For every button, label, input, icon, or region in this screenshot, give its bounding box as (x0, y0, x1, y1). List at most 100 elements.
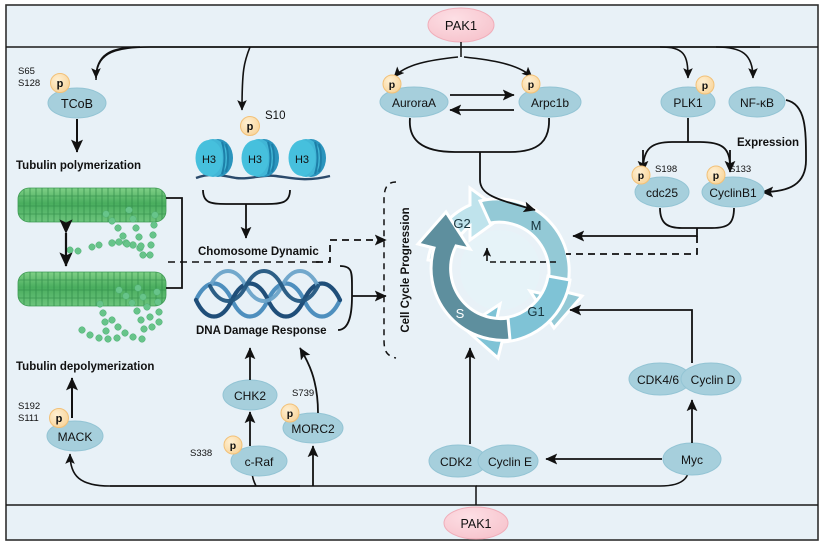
craf-phospho-badge (223, 435, 243, 455)
histone-2-label: H3 (248, 154, 262, 166)
label-tubulin-polymerization: Tubulin polymerization (16, 160, 141, 172)
pak1-top-node[interactable]: PAK1 (427, 7, 495, 43)
arpc1b-phospho-letter: p (528, 79, 534, 91)
tcob-label: TCoB (61, 97, 93, 111)
cdc25-phospho-letter: p (638, 170, 644, 182)
craf-phospho-letter: p (230, 440, 236, 452)
node-arpc1b[interactable]: p Arpc1b (518, 74, 582, 118)
cycline-shape (477, 444, 539, 478)
tubulin-protofilaments (66, 206, 163, 343)
plk1-shape (660, 86, 716, 118)
node-cdk2[interactable]: CDK2 (428, 444, 488, 478)
morc2-phospho-badge (280, 403, 300, 423)
cyclind-shape (680, 362, 742, 396)
pak1-bottom-node[interactable]: PAK1 (443, 506, 509, 540)
cdk2-label: CDK2 (440, 455, 472, 469)
chk2-label: CHK2 (234, 389, 266, 403)
cyclinb1-site: S133 (729, 164, 751, 175)
histone-2: H3 (241, 139, 279, 177)
tcob-site-1: S65 (18, 66, 35, 77)
cdc25-shape (634, 176, 690, 208)
myc-label: Myc (681, 453, 703, 467)
edge-bottom-bus-to-mack (65, 453, 300, 487)
craf-shape (230, 445, 288, 477)
edge-morc2-to-dna-damage (299, 347, 319, 414)
node-cyclind[interactable]: Cyclin D (680, 362, 742, 396)
plk1-phospho-badge (695, 75, 715, 95)
node-cycline[interactable]: Cyclin E (477, 444, 539, 478)
plk1-phospho-letter: p (702, 80, 708, 92)
auroraa-phospho-badge (382, 74, 402, 94)
auroraa-phospho-letter: p (389, 79, 395, 91)
arpc1b-label: Arpc1b (531, 96, 569, 110)
node-mack[interactable]: S192 S111 p MACK (18, 401, 104, 452)
cycle-label-g2: G2 (453, 216, 470, 231)
arpc1b-phospho-badge (521, 74, 541, 94)
histone-3-label: H3 (295, 154, 309, 166)
cdc25-label: cdc25 (646, 186, 678, 200)
cyclinb1-phospho-badge (706, 165, 726, 185)
tcob-phospho-badge (50, 73, 70, 93)
pak1-bottom-label: PAK1 (460, 517, 491, 531)
morc2-phospho-letter: p (287, 408, 293, 420)
edge-internal-g2-feedback (482, 247, 556, 263)
tcob-shape (47, 87, 107, 119)
edge-pak1-to-arpc1b (463, 56, 533, 78)
node-nfkb[interactable]: NF-κB (728, 86, 786, 118)
edge-cdc25-join-dashed-to-cycle (566, 236, 698, 255)
cdc25-phospho-badge (631, 165, 651, 185)
histone-phospho-site: S10 (265, 110, 285, 122)
label-dna-damage-response: DNA Damage Response (196, 325, 327, 337)
tcob-site-2: S128 (18, 78, 40, 89)
auroraa-shape (379, 86, 449, 118)
morc2-site: S739 (292, 388, 314, 399)
edge-top-bus-to-tcob (91, 46, 141, 79)
label-tubulin-depolymerization: Tubulin depolymerization (16, 361, 154, 373)
cycle-label-g1: G1 (527, 304, 544, 319)
edge-top-bus-to-histone (237, 46, 251, 111)
dna-helix (193, 269, 343, 319)
morc2-label: MORC2 (291, 422, 335, 436)
label-expression: Expression (737, 137, 799, 149)
craf-label: c-Raf (245, 455, 274, 469)
histone-1: H3 (195, 139, 233, 177)
nfkb-label: NF-κB (740, 96, 774, 110)
node-morc2[interactable]: S739 p MORC2 (280, 388, 344, 444)
cell-cycle-wheel: G2 M G1 S (415, 185, 585, 361)
node-tcob[interactable]: S65 S128 p TCoB (18, 66, 107, 119)
histone-1-label: H3 (202, 154, 216, 166)
tcob-phospho-letter: p (57, 78, 64, 90)
edge-pak1-to-auroraa (393, 56, 459, 78)
arpc1b-shape (518, 86, 582, 118)
bracket-cell-cycle-progression (383, 181, 397, 359)
node-plk1[interactable]: p PLK1 (660, 75, 716, 118)
auroraa-label: AuroraA (392, 96, 436, 110)
plk1-label: PLK1 (673, 96, 703, 110)
craf-site: S338 (190, 448, 212, 459)
histone-3: H3 (288, 139, 326, 177)
node-myc[interactable]: Myc (662, 442, 722, 476)
node-auroraa[interactable]: p AuroraA (379, 74, 449, 118)
node-craf[interactable]: S338 p c-Raf (190, 435, 288, 477)
cycline-label: Cyclin E (488, 455, 532, 469)
microtubule-bottom (17, 271, 167, 307)
cycle-inner-disc (460, 230, 540, 310)
morc2-shape (282, 412, 344, 444)
node-chk2[interactable]: CHK2 (222, 379, 278, 411)
label-chromosome-dynamic: Chomosome Dynamic (198, 246, 319, 258)
mack-site-1: S192 (18, 401, 40, 412)
bracket-microtubules (166, 197, 183, 289)
mack-shape (46, 420, 104, 452)
cyclind-label: Cyclin D (691, 373, 736, 387)
node-cdc25[interactable]: p S198 cdc25 (631, 164, 690, 208)
cycle-label-s: S (456, 306, 465, 321)
cycle-label-m: M (531, 218, 542, 233)
microtubule-top (17, 187, 167, 223)
brace-auroraa-arpc1b-join (409, 117, 550, 153)
fork-plk1-outputs (642, 141, 731, 171)
node-cyclinb1[interactable]: p S133 CyclinB1 (701, 164, 765, 208)
cyclinb1-shape (701, 176, 765, 208)
cdk46-label: CDK4/6 (637, 373, 679, 387)
pak1-bottom-shape (443, 506, 509, 540)
cyclinb1-phospho-letter: p (713, 170, 719, 182)
